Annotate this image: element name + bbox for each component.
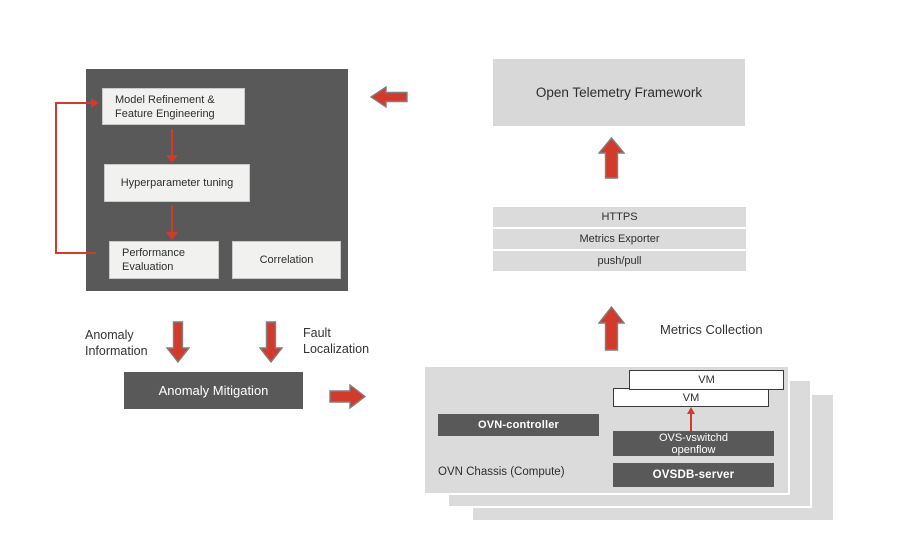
block-arrow-up-icon xyxy=(598,306,625,351)
ovn-controller-label: OVN-controller xyxy=(477,419,560,431)
anomaly-mitigation-box: Anomaly Mitigation xyxy=(124,372,303,409)
vm-top-label: VM xyxy=(698,374,715,386)
metrics-collection-label: Metrics Collection xyxy=(660,322,763,337)
open-telemetry-framework-label: Open Telemetry Framework xyxy=(535,85,703,100)
anomaly-information-label: Anomaly Information xyxy=(85,328,148,358)
stack-bar-metrics-exporter: Metrics Exporter xyxy=(493,229,746,249)
stack-bar-push-pull: push/pull xyxy=(493,251,746,271)
anomaly-mitigation-label: Anomaly Mitigation xyxy=(158,383,269,398)
https-label: HTTPS xyxy=(601,211,638,223)
ovn-controller-box: OVN-controller xyxy=(438,414,599,436)
vm-box-top: VM xyxy=(629,370,784,390)
hyperparameter-tuning-label: Hyperparameter tuning xyxy=(120,177,234,189)
open-telemetry-framework-box: Open Telemetry Framework xyxy=(493,59,745,126)
ovsdb-server-box: OVSDB-server xyxy=(613,463,774,487)
ovn-chassis-label: OVN Chassis (Compute) xyxy=(438,466,565,478)
ovsdb-server-label: OVSDB-server xyxy=(652,469,735,481)
vm-bottom-label: VM xyxy=(682,391,700,404)
block-arrow-down-icon xyxy=(166,321,190,363)
performance-evaluation-label: Performance Evaluation xyxy=(122,247,185,273)
block-arrow-right-icon xyxy=(329,381,366,412)
push-pull-label: push/pull xyxy=(597,255,642,267)
correlation-label: Correlation xyxy=(259,254,314,266)
block-arrow-down-icon xyxy=(259,321,283,363)
ovs-vswitchd-label-line1: OVS-vswitchd xyxy=(658,431,729,444)
block-arrow-left-icon xyxy=(370,85,408,109)
block-arrow-up-icon xyxy=(598,137,625,179)
ovs-vswitchd-label-line2: openflow xyxy=(671,443,716,456)
ml-training-panel: Model Refinement & Feature Engineering H… xyxy=(86,69,348,291)
model-refinement-label: Model Refinement & Feature Engineering xyxy=(115,93,215,120)
performance-evaluation-box: Performance Evaluation xyxy=(109,241,219,279)
ovs-vswitchd-box: OVS-vswitchd openflow xyxy=(613,431,774,456)
model-refinement-box: Model Refinement & Feature Engineering xyxy=(102,88,245,125)
hyperparameter-tuning-box: Hyperparameter tuning xyxy=(104,164,250,202)
metrics-exporter-label: Metrics Exporter xyxy=(579,233,660,245)
correlation-box: Correlation xyxy=(232,241,341,279)
stack-bar-https: HTTPS xyxy=(493,207,746,227)
vm-box-bottom: VM xyxy=(613,388,769,407)
fault-localization-label: Fault Localization xyxy=(303,326,370,356)
